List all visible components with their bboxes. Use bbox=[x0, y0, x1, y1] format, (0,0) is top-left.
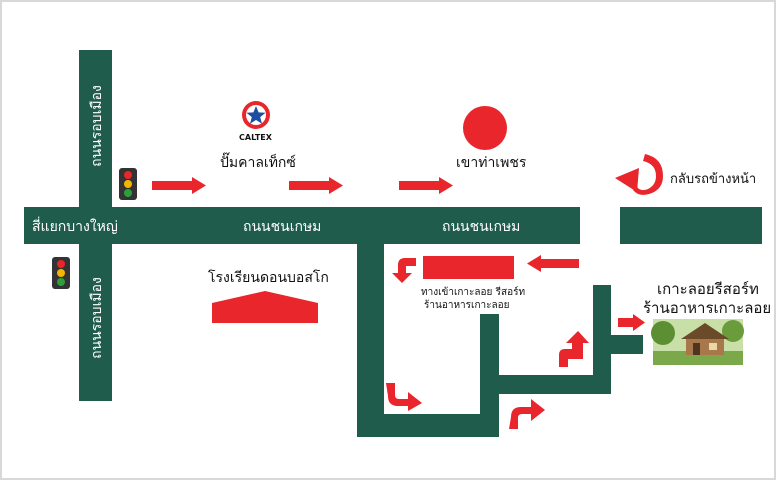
entrance-label-line1: ทางเข้าเกาะลอย รีสอร์ท bbox=[421, 287, 526, 298]
school-label: โรงเรียนดอนบอสโก bbox=[208, 270, 329, 286]
u-turn-label: กลับรถข้างหน้า bbox=[670, 172, 757, 187]
resort-access-road bbox=[611, 335, 643, 354]
direction-arrow-right-icon bbox=[152, 177, 206, 194]
resort-label-line1: เกาะลอยรีสอร์ท bbox=[657, 280, 759, 298]
soi-road-down bbox=[357, 244, 384, 437]
ring-road-lower-label: ถนนรอบเมือง bbox=[89, 277, 105, 359]
traffic-light-icon bbox=[52, 257, 70, 289]
resort-photo-icon bbox=[651, 319, 744, 365]
direction-arrow-left-icon bbox=[527, 255, 579, 272]
turn-arrow-icon bbox=[392, 258, 416, 283]
turn-arrow-icon bbox=[559, 331, 589, 367]
u-turn-arrow-icon bbox=[615, 154, 663, 195]
hill-marker-icon bbox=[463, 106, 507, 150]
main-road-label-left: ถนนชนเกษม bbox=[243, 219, 322, 235]
ring-road-upper-label: ถนนรอบเมือง bbox=[89, 85, 105, 167]
chonkasem-road-segment-right bbox=[620, 207, 762, 244]
chonkasem-road-main bbox=[24, 207, 580, 244]
turn-arrow-icon bbox=[509, 399, 545, 429]
school-building-icon bbox=[212, 291, 318, 323]
caltex-label: ปั๊มคาลเท็กซ์ bbox=[220, 155, 296, 171]
traffic-light-icon bbox=[119, 168, 137, 200]
soi-road-middle bbox=[499, 375, 611, 394]
entrance-marker bbox=[423, 256, 514, 279]
soi-road-right-vertical bbox=[593, 285, 611, 394]
soi-road-bottom bbox=[357, 414, 499, 437]
caltex-logo-text: CALTEX bbox=[239, 133, 272, 142]
turn-arrow-icon bbox=[386, 383, 422, 411]
main-road-label-right: ถนนชนเกษม bbox=[442, 219, 521, 235]
direction-arrow-right-icon bbox=[289, 177, 343, 194]
direction-arrow-right-icon bbox=[618, 314, 645, 331]
junction-label: สี่แยกบางใหญ่ bbox=[32, 219, 118, 235]
direction-arrow-right-icon bbox=[399, 177, 453, 194]
hill-label: เขาท่าเพชร bbox=[456, 155, 527, 171]
soi-road-up bbox=[480, 314, 499, 437]
caltex-logo-icon bbox=[242, 101, 270, 129]
entrance-label-line2: ร้านอาหารเกาะลอย bbox=[424, 300, 510, 311]
resort-label-line2: ร้านอาหารเกาะลอย bbox=[643, 299, 772, 317]
